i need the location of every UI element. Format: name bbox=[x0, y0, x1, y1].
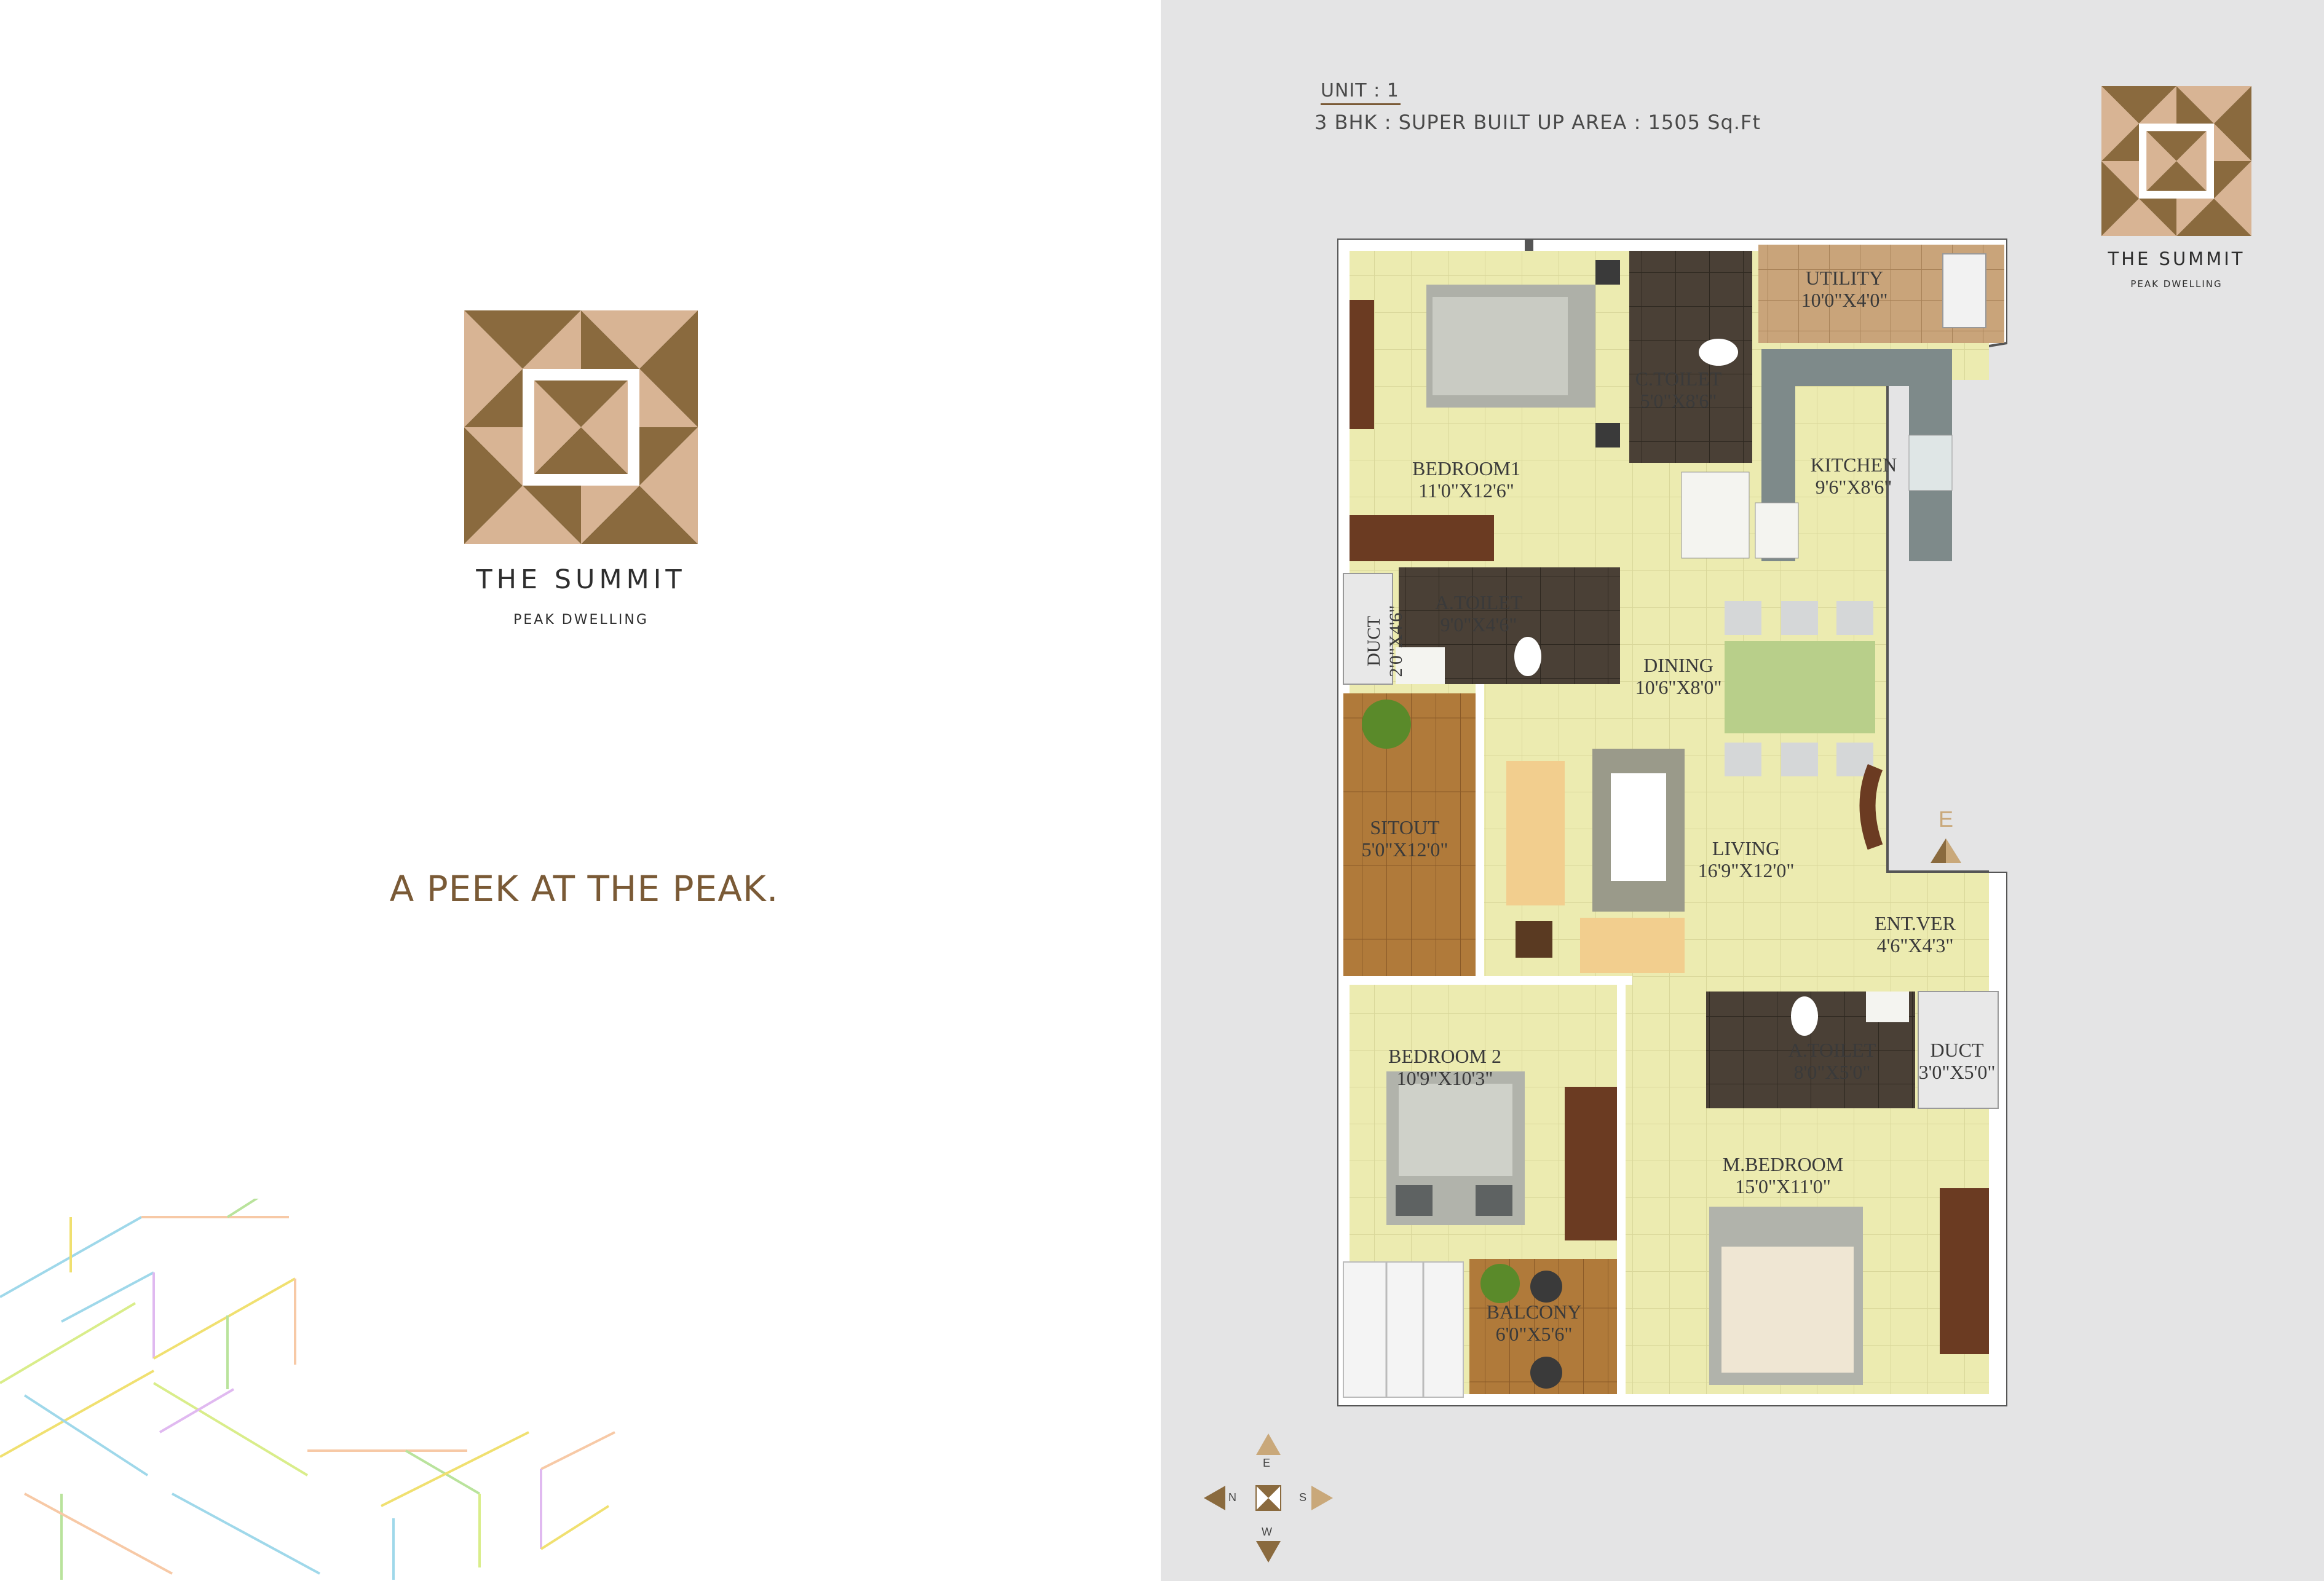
brand-name-small: THE SUMMIT bbox=[2108, 248, 2245, 269]
compass-s-label: S bbox=[1299, 1491, 1307, 1504]
brand-subtitle-small: PEAK DWELLING bbox=[2130, 278, 2223, 290]
compass-rose: E N S W bbox=[1204, 1433, 1333, 1563]
compass-icon bbox=[1204, 1433, 1333, 1563]
summit-logo-icon bbox=[464, 310, 698, 544]
unit-area: 3 BHK : SUPER BUILT UP AREA : 1505 Sq.Ft bbox=[1314, 111, 1761, 134]
brand-subtitle: PEAK DWELLING bbox=[513, 612, 649, 628]
compass-w-label: W bbox=[1262, 1526, 1272, 1538]
compass-n-label: N bbox=[1228, 1491, 1236, 1504]
entrance-marker: E bbox=[1924, 806, 1967, 868]
floor-plan bbox=[1337, 239, 2007, 1406]
brand-name: THE SUMMIT bbox=[476, 564, 686, 595]
unit-underline bbox=[1321, 103, 1401, 105]
tagline: A PEEK AT THE PEAK. bbox=[389, 868, 779, 910]
entrance-arrow-icon bbox=[1931, 838, 1961, 863]
compass-e-label: E bbox=[1263, 1457, 1271, 1469]
summit-logo-small-icon bbox=[2101, 86, 2251, 236]
left-page: THE SUMMIT PEAK DWELLING A PEEK AT THE P… bbox=[0, 0, 1161, 1581]
decorative-line-pattern bbox=[0, 1199, 615, 1580]
unit-title: UNIT : 1 bbox=[1321, 80, 1399, 101]
